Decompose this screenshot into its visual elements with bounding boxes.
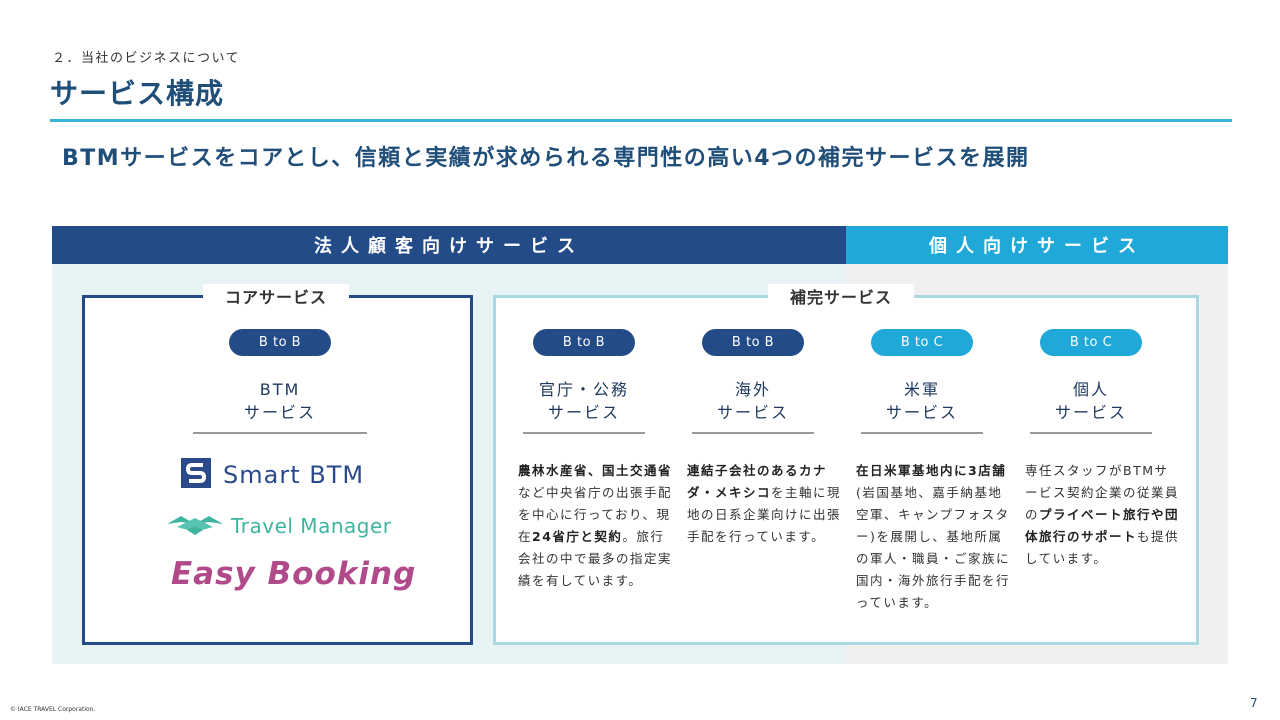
core-name-line2: サービス	[243, 403, 316, 422]
desc-segment: プライベート旅行や団体旅行のサポート	[1025, 507, 1180, 544]
government-name-line1: 官庁・公務	[538, 380, 629, 399]
government-rule	[523, 432, 645, 434]
services-panel: 法人顧客向けサービス 個人向けサービス コアサービス B to B BTM サー…	[52, 226, 1228, 664]
desc-segment: 24省庁と契約	[532, 529, 623, 544]
header-corporate: 法人顧客向けサービス	[52, 226, 846, 264]
smart-btm-logo: Smart BTM	[181, 458, 364, 492]
desc-segment: を主軸に現地の日系企業向けに出張手配を行っています。	[687, 485, 842, 544]
desc-segment: 在日米軍基地内に3店舗	[856, 463, 1007, 478]
col-government: B to B 官庁・公務 サービス 農林水産省、国土交通省など中央省庁の出張手配…	[496, 298, 672, 642]
core-pill: B to B	[229, 329, 331, 356]
overseas-name-line2: サービス	[716, 403, 789, 422]
desc-segment: 農林水産省、国土交通省	[518, 463, 673, 478]
government-name-line2: サービス	[547, 403, 620, 422]
travel-manager-bird-icon	[167, 512, 223, 540]
desc-segment: など中央省庁の出張手配を中心に行っており、現在	[518, 485, 673, 544]
overseas-name-line1: 海外	[734, 380, 771, 399]
government-desc: 農林水産省、国土交通省など中央省庁の出張手配を中心に行っており、現在24省庁と契…	[518, 460, 674, 592]
individual-name-line1: 個人	[1072, 380, 1109, 399]
us-military-desc: 在日米軍基地内に3店舗 (岩国基地、嘉手納基地空軍、キャンプフォスター)を展開し、…	[856, 460, 1012, 614]
individual-name-line2: サービス	[1054, 403, 1127, 422]
supplementary-legend: 補完サービス	[768, 284, 915, 308]
overseas-desc: 連結子会社のあるカナダ・メキシコを主軸に現地の日系企業向けに出張手配を行っていま…	[687, 460, 843, 548]
desc-segment: 。旅行会社の中で最多の指定実績を有しています。	[518, 529, 673, 588]
travel-manager-text: Travel Manager	[231, 514, 392, 538]
desc-segment: 連結子会社のあるカナダ・メキシコ	[687, 463, 828, 500]
core-service-box: コアサービス B to B BTM サービス Smart BTM	[82, 284, 473, 645]
lead-statement: BTMサービスをコアとし、信頼と実績が求められる専門性の高い4つの補完サービスを…	[62, 146, 1030, 171]
smart-btm-text: Smart BTM	[223, 461, 365, 489]
us-military-pill: B to C	[871, 329, 973, 356]
core-column: B to B BTM サービス	[180, 298, 380, 642]
desc-segment: も提供しています。	[1025, 529, 1180, 566]
core-rule	[193, 432, 367, 434]
smart-btm-s-icon	[181, 458, 211, 492]
page-number: 7	[1250, 696, 1258, 710]
supplementary-service-box: 補完サービス B to B 官庁・公務 サービス 農林水産省、国土交通省など中央…	[493, 284, 1199, 645]
individual-pill: B to C	[1040, 329, 1142, 356]
core-name-line1: BTM	[259, 380, 301, 399]
header-individual: 個人向けサービス	[846, 226, 1228, 264]
individual-service-name: 個人 サービス	[1003, 378, 1179, 424]
us-military-name-line1: 米軍	[903, 380, 940, 399]
us-military-service-name: 米軍 サービス	[834, 378, 1010, 424]
us-military-rule	[861, 432, 983, 434]
col-individual: B to C 個人 サービス 専任スタッフがBTMサービス契約企業の従業員のプラ…	[1003, 298, 1179, 642]
us-military-name-line2: サービス	[885, 403, 958, 422]
overseas-service-name: 海外 サービス	[665, 378, 841, 424]
page-title: サービス構成	[50, 77, 225, 110]
overseas-pill: B to B	[702, 329, 804, 356]
desc-segment: (岩国基地、嘉手納基地空軍、キャンプフォスター)を展開し、基地所属の軍人・職員・…	[856, 485, 1011, 610]
copyright: © IACE TRAVEL Corporation.	[10, 706, 96, 713]
government-pill: B to B	[533, 329, 635, 356]
core-legend: コアサービス	[203, 284, 350, 308]
section-label: ２．当社のビジネスについて	[52, 51, 241, 66]
easy-booking-logo: Easy Booking	[171, 556, 417, 592]
core-service-name: BTM サービス	[180, 378, 380, 424]
title-rule	[50, 119, 1232, 122]
desc-segment: 専任スタッフがBTMサービス契約企業の従業員の	[1025, 463, 1180, 522]
travel-manager-logo: Travel Manager	[167, 512, 391, 540]
col-overseas: B to B 海外 サービス 連結子会社のあるカナダ・メキシコを主軸に現地の日系…	[665, 298, 841, 642]
col-us-military: B to C 米軍 サービス 在日米軍基地内に3店舗 (岩国基地、嘉手納基地空軍、…	[834, 298, 1010, 642]
individual-rule	[1030, 432, 1152, 434]
overseas-rule	[692, 432, 814, 434]
government-service-name: 官庁・公務 サービス	[496, 378, 672, 424]
individual-desc: 専任スタッフがBTMサービス契約企業の従業員のプライベート旅行や団体旅行のサポー…	[1025, 460, 1181, 570]
